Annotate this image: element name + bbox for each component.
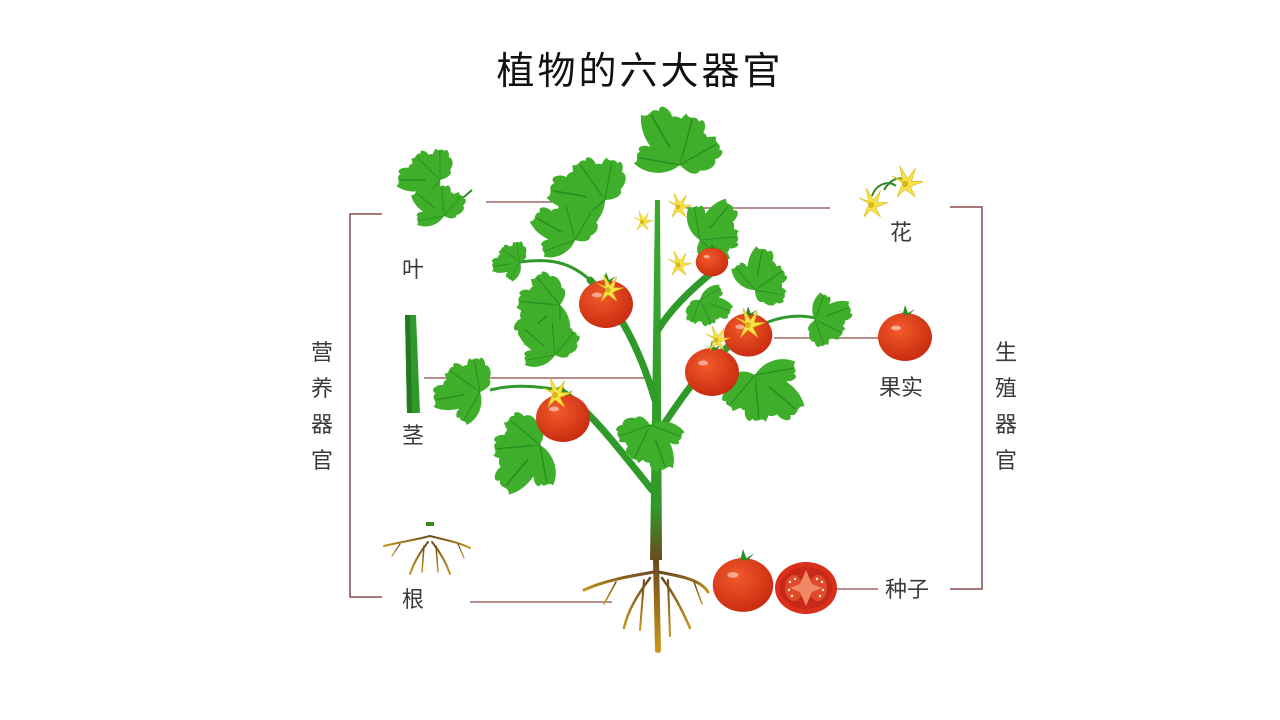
stem-label: 茎 [402, 424, 425, 449]
reproductive-organs-label: 生 殖 器 官 [993, 336, 1019, 480]
stem-sample-icon [405, 315, 420, 413]
flower-label: 花 [890, 221, 913, 246]
reproductive-char: 器 [994, 413, 1017, 438]
leaf-sample-icon [385, 132, 476, 240]
reproductive-char: 殖 [994, 377, 1017, 402]
tomato-plant-illustration [422, 90, 856, 653]
vegetative-char: 营 [310, 341, 333, 366]
seed-label: 种子 [885, 578, 930, 603]
vegetative-organs-label: 营 养 器 官 [309, 336, 335, 480]
leaf-label: 叶 [402, 258, 425, 283]
vegetative-bracket [349, 213, 382, 598]
fruit-sample-icon [878, 305, 932, 361]
reproductive-char: 生 [994, 341, 1017, 366]
vegetative-char: 器 [310, 413, 333, 438]
fruit-label: 果实 [879, 376, 924, 401]
flower-sample-icon [858, 165, 924, 218]
seed-sample-icon [712, 549, 837, 614]
reproductive-char: 官 [994, 449, 1017, 474]
vegetative-char: 官 [310, 449, 333, 474]
root-label: 根 [402, 588, 425, 613]
vegetative-char: 养 [310, 377, 333, 402]
root-sample-icon [383, 522, 471, 584]
reproductive-bracket [950, 206, 983, 590]
page-title: 植物的六大器官 [496, 49, 784, 93]
